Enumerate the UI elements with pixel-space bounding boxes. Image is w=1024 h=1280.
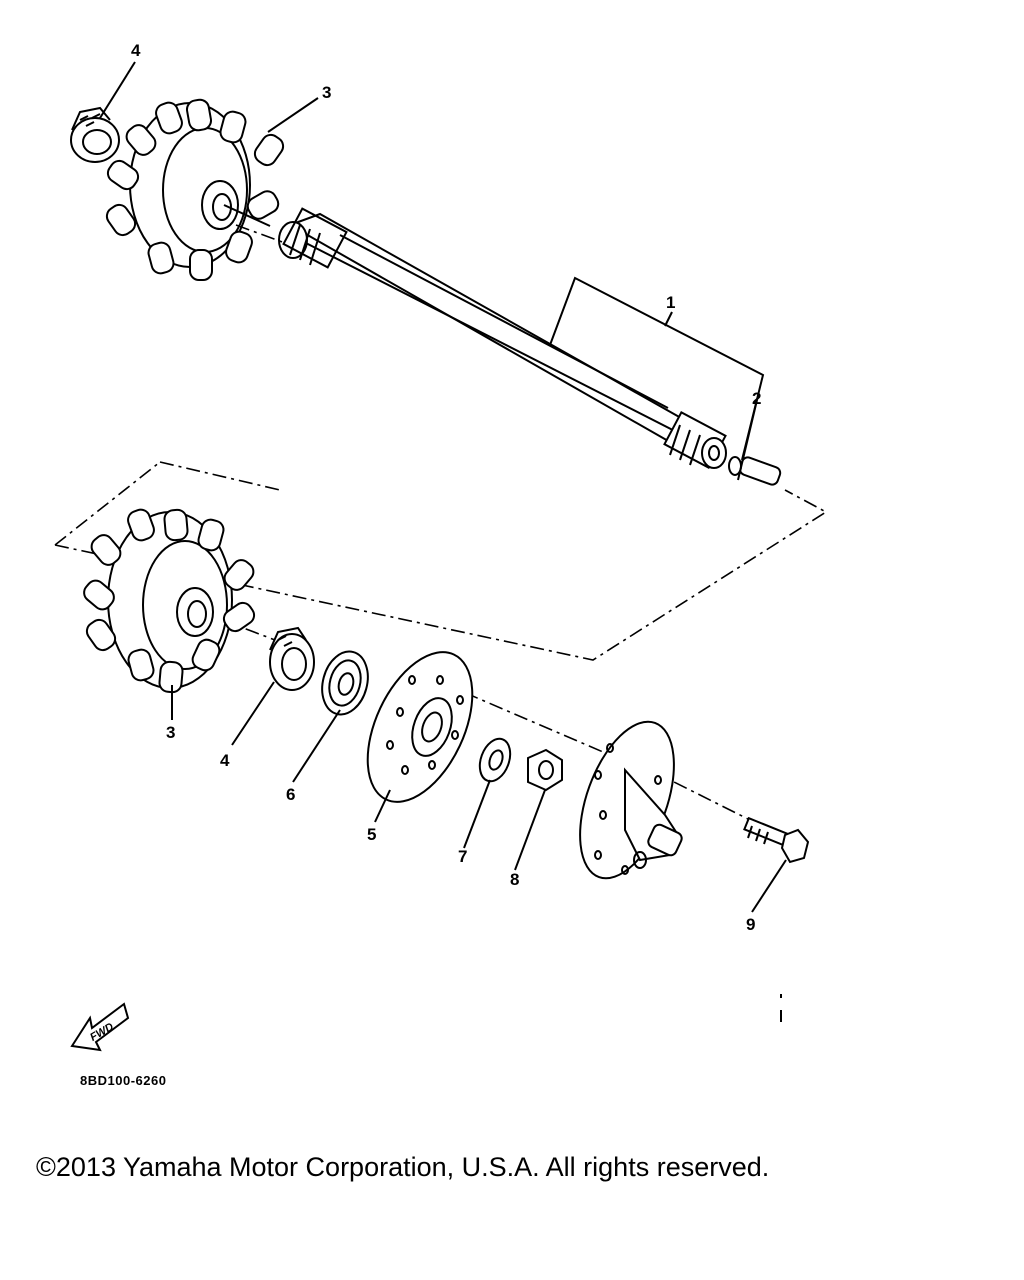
callout-2: 2: [752, 389, 762, 408]
top-clip: [70, 106, 120, 163]
diagram-part-code: 8BD100-6260: [80, 1073, 167, 1088]
washer: [478, 737, 512, 783]
top-sprocket: [105, 98, 285, 281]
callout-6: 6: [286, 785, 296, 804]
bolt: [743, 816, 810, 864]
callout-8: 8: [510, 870, 520, 889]
callout-4-top: 4: [131, 41, 141, 60]
callout-9: 9: [746, 915, 756, 934]
leader-lines: [99, 61, 787, 913]
copyright-notice: ©2013 Yamaha Motor Corporation, U.S.A. A…: [36, 1152, 770, 1182]
bottom-clip: [269, 626, 315, 691]
drive-shaft: [278, 207, 727, 469]
callout-3-bottom: 3: [166, 723, 176, 742]
callout-7: 7: [458, 847, 468, 866]
bottom-sprocket: [83, 508, 256, 694]
fwd-arrow-icon: FWD: [70, 1002, 130, 1052]
pin: [728, 456, 782, 486]
hub-flange: [579, 720, 683, 880]
callout-3-top: 3: [322, 83, 332, 102]
bearing: [321, 650, 369, 716]
callout-4-bottom: 4: [220, 751, 230, 770]
flange-plate: [366, 651, 474, 803]
callout-5: 5: [367, 825, 377, 844]
callout-1: 1: [666, 293, 676, 312]
nut: [527, 748, 563, 792]
